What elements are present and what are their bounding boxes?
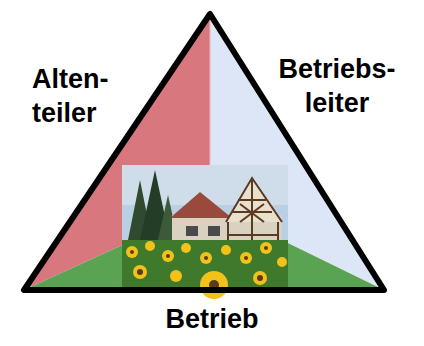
sector-label: Betrieb — [112, 302, 312, 336]
farm-photo — [122, 165, 288, 299]
sector-label: Alten- teiler — [32, 62, 132, 130]
sector-label: Betriebs- leiter — [262, 52, 412, 120]
